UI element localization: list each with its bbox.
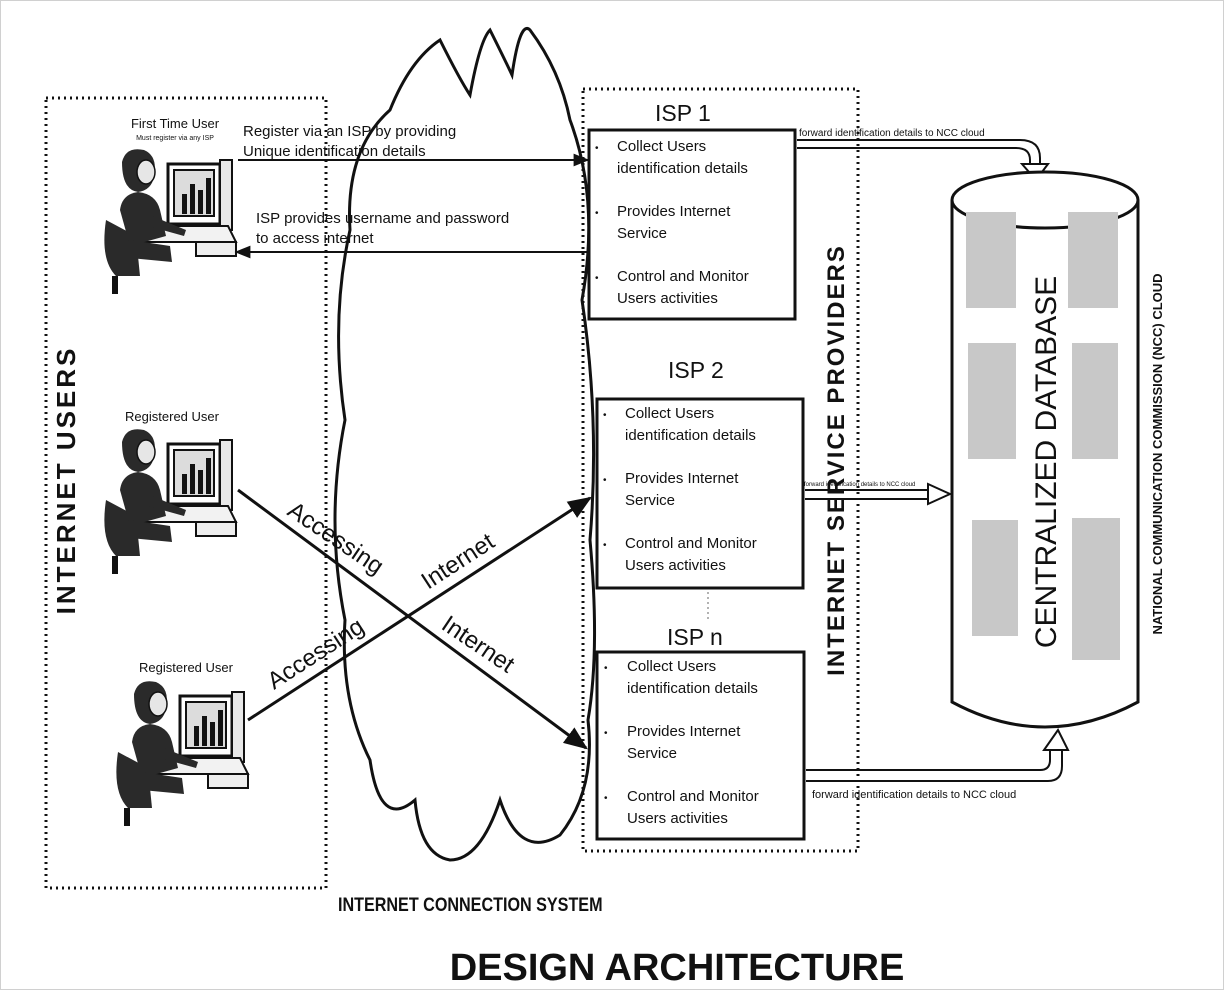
ispn-item-1-line1: Collect Users xyxy=(627,658,716,675)
isp2-item-2-line2: Service xyxy=(625,492,675,509)
db-block xyxy=(1072,343,1118,459)
registered-user-label-1: Registered User xyxy=(125,409,220,424)
first-user-icon xyxy=(102,147,238,296)
isp-section-label: INTERNET SERVICE PROVIDERS xyxy=(823,244,850,676)
ispn-box xyxy=(595,650,806,841)
isp2-item-2-line1: Provides Internet xyxy=(625,470,739,487)
isp1-item-3-line2: Users activities xyxy=(617,290,718,307)
access-arrow-to-ispn xyxy=(237,488,588,750)
database-label: CENTRALIZED DATABASE xyxy=(1030,276,1063,648)
isp2-item-3-line1: Control and Monitor xyxy=(625,535,757,552)
svg-text:•: • xyxy=(603,410,607,421)
ispn-item-3-line2: Users activities xyxy=(627,810,728,827)
credentials-text-line1: ISP provides username and password xyxy=(256,210,509,227)
isp2-item-3-line2: Users activities xyxy=(625,557,726,574)
isp1-item-1-line2: identification details xyxy=(617,160,748,177)
isp2-title: ISP 2 xyxy=(668,357,724,383)
ispn-item-2-line2: Service xyxy=(627,745,677,762)
isp1-item-1-line1: Collect Users xyxy=(617,138,706,155)
isp1-item-3-line1: Control and Monitor xyxy=(617,268,749,285)
db-block xyxy=(966,212,1016,308)
svg-text:•: • xyxy=(603,540,607,551)
isp1-title: ISP 1 xyxy=(655,100,711,126)
forward-label-top: forward identification details to NCC cl… xyxy=(799,128,985,139)
db-block xyxy=(1068,212,1118,308)
register-text-line1: Register via an ISP by providing xyxy=(243,123,456,140)
isp-group xyxy=(581,87,860,853)
diagram-title: DESIGN ARCHITECTURE xyxy=(450,947,905,989)
db-block xyxy=(972,520,1018,636)
ncc-cloud-label: NATIONAL COMMUNICATION COMMISSION (NCC) … xyxy=(1150,273,1165,634)
registered-user-label-2: Registered User xyxy=(139,660,234,675)
svg-text:•: • xyxy=(604,663,608,674)
db-block xyxy=(968,343,1016,459)
db-block xyxy=(1072,518,1120,660)
forward-label-bottom: forward identification details to NCC cl… xyxy=(812,789,1016,801)
internet-connection-system-label: INTERNET CONNECTION SYSTEM xyxy=(338,893,603,915)
forward-label-middle: forward identification details to NCC cl… xyxy=(804,482,915,488)
isp2-items: • Collect Users identification details •… xyxy=(603,405,757,574)
isp2-item-1-line2: identification details xyxy=(625,427,756,444)
svg-text:•: • xyxy=(604,728,608,739)
ispn-item-2-line1: Provides Internet xyxy=(627,723,741,740)
isp1-items: • Collect Users identification details •… xyxy=(595,138,749,307)
centralized-database xyxy=(950,170,1140,729)
accessing-label-2: Accessing xyxy=(263,613,369,695)
register-text-line2: Unique identification details xyxy=(243,143,426,160)
internet-users-label: INTERNET USERS xyxy=(51,346,81,615)
isp2-box xyxy=(595,397,805,590)
access-arrow-to-isp2 xyxy=(247,496,593,722)
registered-user-icon-2 xyxy=(114,679,250,828)
isp1-box xyxy=(587,128,797,321)
credentials-text-line2: to access internet xyxy=(256,230,374,247)
first-user-sublabel: Must register via any ISP xyxy=(136,135,214,142)
first-user-label: First Time User xyxy=(131,116,220,131)
svg-text:•: • xyxy=(603,475,607,486)
forward-arrow-middle xyxy=(805,482,953,506)
svg-text:•: • xyxy=(595,208,599,219)
isp2-item-1-line1: Collect Users xyxy=(625,405,714,422)
isp1-item-2-line2: Service xyxy=(617,225,667,242)
isp1-item-2-line1: Provides Internet xyxy=(617,203,731,220)
ispn-title: ISP n xyxy=(667,624,723,650)
forward-arrow-bottom xyxy=(806,728,1070,782)
internet-users-group xyxy=(44,96,328,890)
ispn-items: • Collect Users identification details •… xyxy=(604,658,759,827)
svg-text:•: • xyxy=(595,273,599,284)
ispn-item-3-line1: Control and Monitor xyxy=(627,788,759,805)
svg-text:•: • xyxy=(604,793,608,804)
ispn-item-1-line2: identification details xyxy=(627,680,758,697)
svg-text:•: • xyxy=(595,143,599,154)
registered-user-icon-1 xyxy=(102,427,238,576)
internet-cloud-shape xyxy=(333,27,597,862)
